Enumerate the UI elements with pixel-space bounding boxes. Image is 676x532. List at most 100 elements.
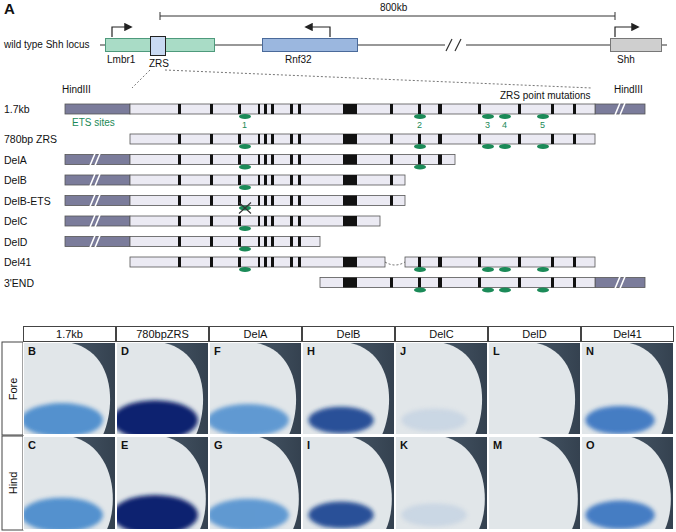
callout-number: 2	[417, 120, 422, 130]
lacz-stain	[116, 495, 198, 530]
construct-label: DelB-ETS	[4, 195, 51, 207]
conserved-block	[178, 104, 181, 114]
conserved-block	[390, 104, 393, 114]
limb-photo	[302, 436, 395, 530]
column-header: Del41	[581, 326, 674, 342]
locus-panel	[100, 12, 667, 88]
image-panel: M	[488, 436, 581, 530]
column-header: DelB	[302, 326, 395, 342]
gene-box: Rnf32	[262, 38, 358, 52]
construct-bar	[320, 277, 645, 293]
conserved-block	[258, 216, 260, 226]
conserved-block	[478, 104, 481, 114]
image-panel: F	[209, 342, 302, 435]
break-mark	[90, 174, 100, 186]
conserved-block	[343, 196, 357, 206]
column-label: DelA	[244, 328, 268, 341]
callout-number: 1	[242, 120, 247, 130]
enhancer-region	[130, 175, 405, 185]
enhancer-region	[320, 278, 595, 288]
stain-group	[209, 404, 289, 435]
conserved-block	[418, 257, 421, 267]
conserved-block	[290, 104, 293, 114]
conserved-block	[178, 216, 181, 226]
conserved-block	[343, 155, 357, 165]
conserved-block	[298, 175, 301, 185]
note-label: ZRS point mutations	[500, 90, 591, 102]
panel-letter: I	[307, 439, 390, 452]
panel-letter: B	[28, 345, 111, 358]
column-label: DelC	[429, 328, 453, 341]
stain-group	[401, 409, 466, 432]
conserved-block	[343, 104, 357, 114]
conserved-block	[210, 104, 213, 114]
enhancer-region	[130, 104, 595, 114]
conserved-block	[438, 257, 442, 267]
conserved-block	[210, 257, 213, 267]
conserved-block	[438, 104, 442, 114]
conserved-block	[271, 216, 274, 226]
break-mark	[615, 103, 625, 115]
panel-letter: C	[28, 439, 111, 452]
conserved-block	[258, 175, 260, 185]
stain-group	[23, 498, 103, 530]
scale-label: 800kb	[380, 2, 407, 14]
ets-site	[414, 144, 426, 149]
conserved-block	[298, 104, 301, 114]
image-panel: O	[581, 436, 674, 530]
conserved-block	[438, 155, 442, 165]
limb-bud	[395, 436, 485, 530]
lacz-stain	[209, 404, 289, 435]
conserved-block	[290, 196, 293, 206]
limb-photo	[581, 436, 674, 530]
conserved-block	[178, 257, 181, 267]
conserved-block	[178, 155, 181, 165]
column-label: 1.7kb	[56, 328, 83, 341]
enhancer-region	[405, 257, 595, 267]
conserved-block	[271, 134, 274, 144]
ets-site	[414, 164, 426, 169]
image-panel: E	[116, 436, 209, 530]
column-header: DelA	[209, 326, 302, 342]
panel-letter: E	[121, 439, 204, 452]
conserved-block	[573, 134, 576, 144]
scale-bar	[160, 16, 615, 17]
conserved-block	[438, 134, 442, 144]
conserved-block	[418, 155, 421, 165]
conserved-block	[390, 196, 393, 206]
deletion-gap	[385, 262, 405, 265]
zoom-line	[132, 70, 150, 88]
conserved-block	[271, 237, 274, 247]
limb-photo	[209, 342, 302, 435]
ets-site	[482, 114, 494, 119]
row-label-cell	[2, 342, 23, 435]
conserved-block	[343, 278, 357, 288]
stain-group	[585, 406, 655, 434]
gene-box: Shh	[610, 38, 662, 52]
image-panel: G	[209, 436, 302, 530]
ets-site	[414, 267, 426, 272]
limb-bud	[302, 436, 392, 530]
panel-letter: G	[214, 439, 297, 452]
conserved-block	[551, 278, 554, 288]
construct-bar	[65, 103, 645, 119]
lacz-stain	[209, 499, 289, 530]
conserved-block	[210, 196, 213, 206]
conserved-block	[238, 216, 241, 226]
conserved-block	[551, 257, 554, 267]
stain-group	[401, 503, 466, 526]
construct-label: Del41	[4, 256, 31, 268]
direction-arrow	[112, 27, 131, 37]
lacz-stain	[23, 403, 103, 435]
image-panel: L	[488, 342, 581, 435]
photo-ground	[395, 436, 488, 530]
conserved-block	[290, 216, 293, 226]
lacz-stain	[401, 409, 466, 432]
conserved-block	[290, 237, 293, 247]
conserved-block	[518, 104, 521, 114]
ets-site	[537, 144, 549, 149]
limb-bud	[488, 342, 575, 435]
ets-site	[537, 287, 549, 292]
column-label: 780bpZRS	[136, 328, 189, 341]
